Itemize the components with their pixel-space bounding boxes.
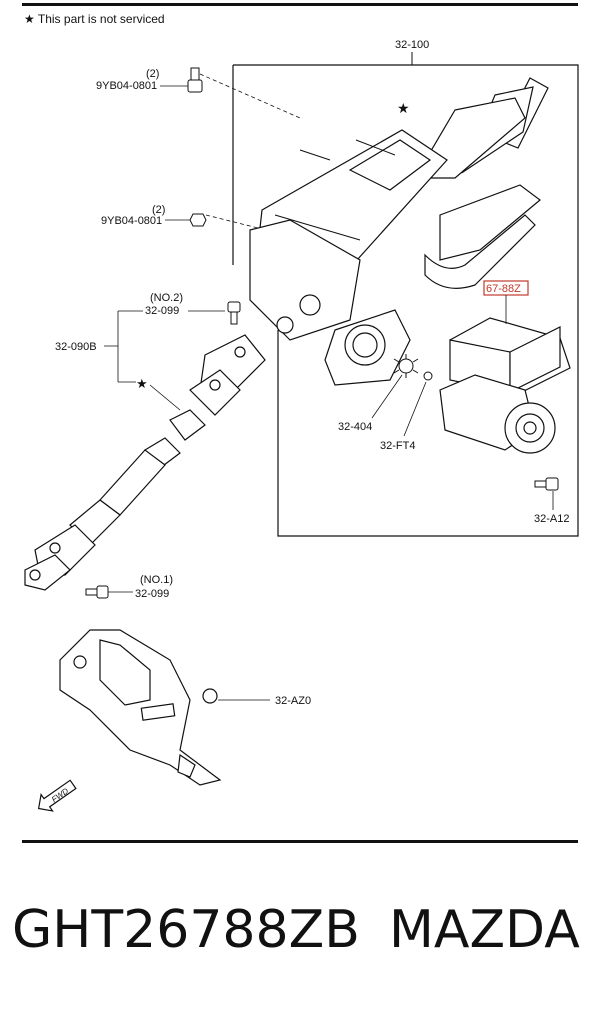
top-rule	[22, 3, 578, 6]
leader-32-404	[371, 374, 403, 419]
label-32-100: 32-100	[395, 39, 429, 51]
bolt-099-top-icon	[227, 301, 241, 325]
fwd-arrow-icon: FWD	[37, 779, 77, 812]
label-32-090b: 32-090B	[55, 341, 97, 353]
label-bolt-qty-top: (2)	[146, 68, 159, 80]
label-32-099-top: 32-099	[145, 305, 179, 317]
bolt-top-icon	[187, 67, 203, 93]
bottom-rule	[22, 840, 578, 843]
label-32-a12: 32-A12	[534, 513, 569, 525]
label-no1: (NO.1)	[140, 574, 173, 586]
label-32-404: 32-404	[338, 421, 372, 433]
column-flange	[276, 294, 411, 386]
label-bolt-qty-mid: (2)	[152, 204, 165, 216]
bolt-a12-icon	[534, 477, 559, 491]
star-column-icon: ★	[397, 100, 410, 116]
dash-top-bolt	[199, 73, 301, 119]
star-icon: ★	[24, 12, 35, 26]
power-steering-module	[439, 317, 571, 454]
bracket-32-090b	[104, 310, 143, 383]
dash-mid-bolt	[205, 214, 259, 229]
label-32-ft4: 32-FT4	[380, 440, 415, 452]
note-text: This part is not serviced	[37, 12, 165, 26]
label-32-az0: 32-AZ0	[275, 695, 311, 707]
leader-star-shaft	[149, 384, 181, 411]
bolt-mid-icon	[189, 213, 207, 227]
label-no2: (NO.2)	[150, 292, 183, 304]
label-9yb04-top: 9YB04-0801	[96, 80, 157, 92]
bolt-099-bottom-icon	[85, 585, 109, 599]
intermediate-shaft	[24, 334, 266, 591]
leader-32-ft4	[403, 381, 427, 437]
part-32-ft4-icon	[423, 371, 433, 381]
assembly-box	[233, 64, 579, 537]
brand-name: MAZDA	[389, 900, 580, 960]
label-67-88z[interactable]: 67-88Z	[486, 283, 521, 295]
label-9yb04-mid: 9YB04-0801	[101, 215, 162, 227]
column-bracket	[274, 139, 396, 241]
label-32-099-bottom: 32-099	[135, 588, 169, 600]
part-number: GHT26788ZB	[12, 900, 360, 960]
column-cover	[59, 629, 222, 786]
part-32-404-icon	[393, 354, 419, 378]
not-serviced-note: ★ This part is not serviced	[24, 12, 165, 26]
steering-column	[249, 77, 549, 341]
star-shaft-icon: ★	[136, 376, 148, 391]
